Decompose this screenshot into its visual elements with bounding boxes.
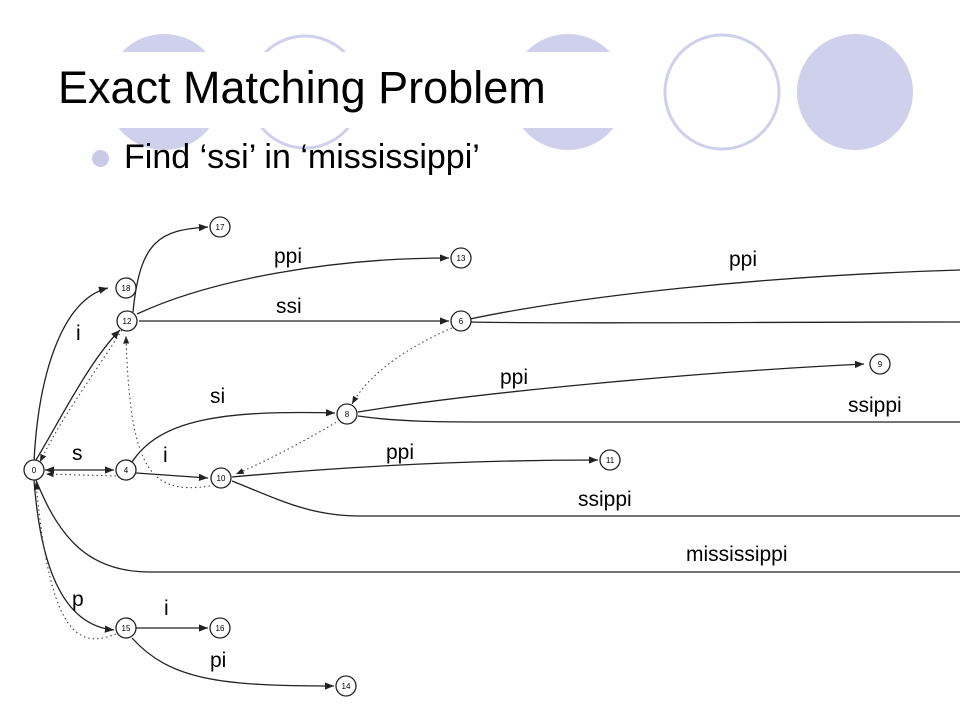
edge-label: i — [164, 597, 169, 620]
edge-root-leaf — [35, 479, 960, 573]
tree-node — [116, 310, 138, 332]
tree-node-label: 18 — [122, 284, 131, 293]
bullet-text: Find ‘ssi’ in ‘mississippi’ — [124, 138, 480, 176]
edge-root-12 — [35, 329, 121, 461]
tree-node — [450, 247, 472, 269]
edge-label: ssippi — [578, 488, 632, 511]
edge-label: mississippi — [686, 543, 788, 566]
tree-node-label: 17 — [216, 223, 225, 232]
edge-10-11 — [231, 456, 599, 478]
edge-label: i — [76, 322, 81, 345]
tree-node-label: 12 — [123, 317, 132, 326]
suffix-link-4-root — [45, 471, 117, 478]
tree-node-label: 16 — [216, 624, 225, 633]
edge-label: ppi — [386, 441, 414, 464]
tree-node-label: 0 — [32, 466, 37, 475]
tree-node-label: 14 — [342, 682, 351, 691]
tree-node — [115, 277, 137, 299]
edge-label: ppi — [729, 248, 757, 271]
tree-node — [599, 449, 621, 471]
suffix-link-8-10 — [235, 419, 341, 475]
bullet-dot-icon — [92, 150, 109, 167]
edge-label: i — [163, 444, 168, 467]
edge-10-leaf — [231, 480, 960, 517]
tree-node — [209, 617, 231, 639]
suffix-link-6-8 — [351, 327, 453, 405]
slide-title: Exact Matching Problem — [58, 62, 546, 113]
tree-node-label: 13 — [457, 254, 466, 263]
tree-node — [209, 216, 231, 238]
tree-node-label: 8 — [345, 410, 350, 419]
deco-circle-outline — [663, 33, 781, 151]
edge-label: s — [72, 442, 83, 465]
edge-label: ppi — [274, 245, 302, 268]
edge-12-13 — [136, 254, 450, 315]
edge-8-9 — [357, 360, 865, 413]
edge-8-leaf — [357, 415, 960, 423]
edge-15-14 — [131, 637, 335, 690]
tree-node-label: 11 — [606, 456, 615, 465]
tree-node — [23, 459, 45, 481]
tree-node — [336, 403, 358, 425]
tree-node-label: 6 — [459, 317, 464, 326]
edge-root-15 — [33, 479, 115, 633]
tree-node-label: 10 — [217, 474, 226, 483]
suffix-link-15-root — [33, 481, 117, 640]
tree-node — [115, 459, 137, 481]
edge-4-8 — [131, 409, 336, 463]
bullet-item: Find ‘ssi’ in ‘mississippi’ — [92, 138, 480, 177]
tree-node — [335, 675, 357, 697]
tree-node-label: 15 — [122, 624, 131, 633]
tree-node-label: 4 — [124, 466, 129, 475]
tree-node — [210, 467, 232, 489]
suffix-link-10-12 — [123, 335, 211, 489]
tree-node — [869, 353, 891, 375]
edge-4-10 — [135, 472, 209, 482]
edge-label: p — [72, 588, 84, 611]
edge-root-18 — [33, 286, 109, 463]
edge-label: si — [210, 385, 225, 408]
edge-label: pi — [210, 649, 226, 672]
edge-12-17 — [132, 223, 209, 313]
edge-6-leaf-top — [469, 269, 960, 320]
tree-node — [115, 617, 137, 639]
deco-circle-filled — [797, 34, 913, 150]
edge-label: ppi — [500, 366, 528, 389]
edge-label: ssi — [276, 295, 302, 318]
tree-node — [450, 310, 472, 332]
edge-6-leaf-bottom — [469, 321, 960, 324]
tree-node-label: 9 — [878, 360, 883, 369]
edge-label: ssippi — [848, 394, 902, 417]
